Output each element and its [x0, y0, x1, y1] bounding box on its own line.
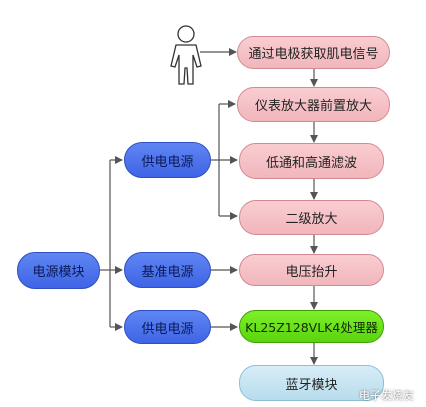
connectors: [100, 48, 318, 365]
node-reference-supply: 基准电源: [124, 252, 211, 288]
node-power-module: 电源模块: [17, 252, 100, 289]
node-bluetooth: 蓝牙模块: [239, 365, 384, 401]
node-processor: KL25Z128VLK4处理器: [239, 310, 384, 343]
person-icon: [170, 25, 202, 85]
node-voltage-lift: 电压抬升: [239, 254, 384, 286]
node-filter: 低通和高通滤波: [239, 143, 384, 179]
node-supply-1: 供电电源: [124, 142, 211, 178]
node-supply-2: 供电电源: [124, 310, 211, 344]
node-instrument-amplifier: 仪表放大器前置放大: [237, 87, 390, 122]
node-emg-signal: 通过电极获取肌电信号: [237, 36, 390, 69]
watermark: 电子发烧友: [359, 389, 414, 402]
node-second-amplifier: 二级放大: [239, 200, 384, 235]
